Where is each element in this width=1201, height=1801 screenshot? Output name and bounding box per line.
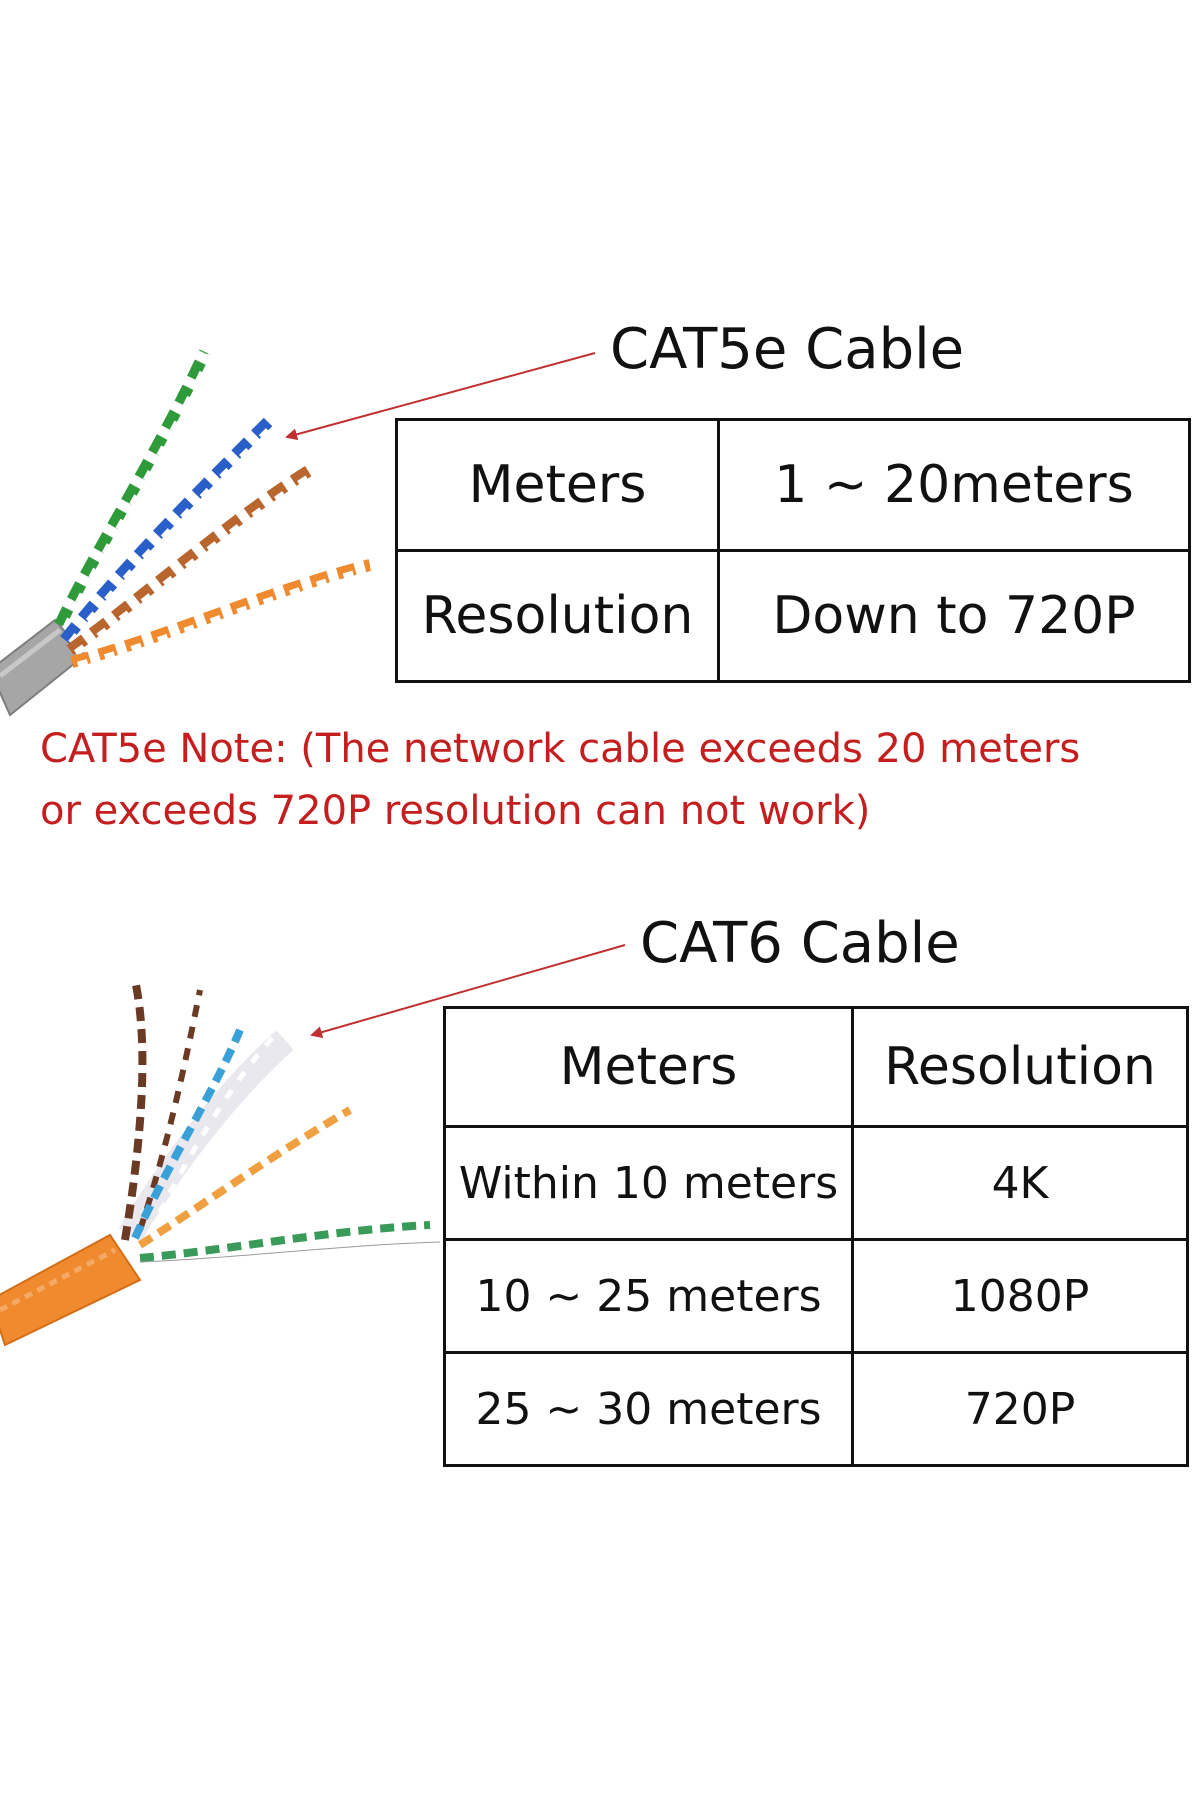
cat5e-note: CAT5e Note: (The network cable exceeds 2… <box>40 718 1080 842</box>
table-row: 10 ~ 25 meters 1080P <box>443 1238 1189 1354</box>
cat6-title: CAT6 Cable <box>640 911 960 976</box>
cat5e-note-line-1: CAT5e Note: (The network cable exceeds 2… <box>40 726 1081 772</box>
table-row: Meters 1 ~ 20meters <box>395 418 1191 552</box>
cat6-meters-cell: 25 ~ 30 meters <box>443 1351 854 1467</box>
cat5e-resolution-value: Down to 720P <box>717 549 1191 683</box>
cat6-header-meters: Meters <box>443 1006 854 1128</box>
cat5e-meters-value: 1 ~ 20meters <box>717 418 1191 552</box>
table-row: Resolution Down to 720P <box>395 549 1191 683</box>
table-row: 25 ~ 30 meters 720P <box>443 1351 1189 1467</box>
cat6-header-resolution: Resolution <box>851 1006 1189 1128</box>
twisted-pair-cable-orange-icon <box>0 979 441 1347</box>
cat5e-resolution-label: Resolution <box>395 549 720 683</box>
cat6-resolution-cell: 1080P <box>851 1238 1189 1354</box>
cat6-resolution-cell: 4K <box>851 1125 1189 1241</box>
cat6-meters-cell: Within 10 meters <box>443 1125 854 1241</box>
cat6-resolution-cell: 720P <box>851 1351 1189 1467</box>
cat5e-title: CAT5e Cable <box>610 317 965 382</box>
table-row: Within 10 meters 4K <box>443 1125 1189 1241</box>
table-header-row: Meters Resolution <box>443 1006 1189 1128</box>
cat6-meters-cell: 10 ~ 25 meters <box>443 1238 854 1354</box>
twisted-pair-cable-gray-icon <box>0 349 377 717</box>
cat6-spec-table: Meters Resolution Within 10 meters 4K 10… <box>443 1006 1189 1467</box>
cat5e-meters-label: Meters <box>395 418 720 552</box>
cat5e-note-line-2: or exceeds 720P resolution can not work) <box>40 788 871 834</box>
cat5e-pointer-arrow <box>285 352 596 441</box>
cat6-pointer-arrow <box>310 944 626 1039</box>
cat5e-spec-table: Meters 1 ~ 20meters Resolution Down to 7… <box>395 418 1191 683</box>
